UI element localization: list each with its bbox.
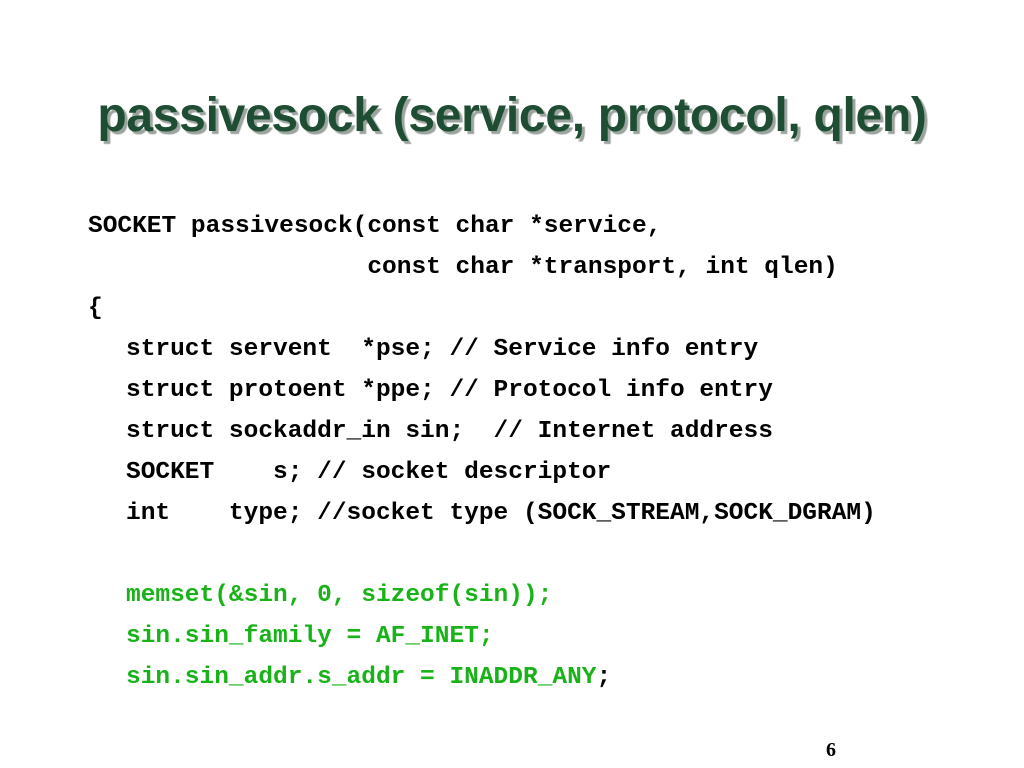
code-line: struct protoent *ppe; // Protocol info e…: [126, 377, 773, 404]
code-line-highlight: memset(&sin, 0, sizeof(sin));: [126, 582, 553, 609]
code-line: struct servent *pse; // Service info ent…: [126, 336, 759, 363]
code-semicolon: ;: [596, 664, 612, 691]
code-line: int type; //socket type (SOCK_STREAM,SOC…: [126, 500, 876, 527]
page-number: 6: [826, 739, 836, 761]
code-line-highlight: sin.sin_family = AF_INET;: [126, 623, 494, 650]
code-line: struct sockaddr_in sin; // Internet addr…: [126, 418, 773, 445]
code-line: SOCKET s; // socket descriptor: [126, 459, 612, 486]
code-line-highlight: sin.sin_addr.s_addr = INADDR_ANY;: [126, 663, 611, 693]
code-line: {: [88, 295, 103, 322]
code-line-highlight-text: sin.sin_addr.s_addr = INADDR_ANY: [126, 664, 597, 691]
code-line: const char *transport, int qlen): [88, 254, 838, 281]
code-line: SOCKET passivesock(const char *service,: [88, 213, 662, 240]
slide-title: passivesock (service, protocol, qlen): [97, 89, 927, 142]
